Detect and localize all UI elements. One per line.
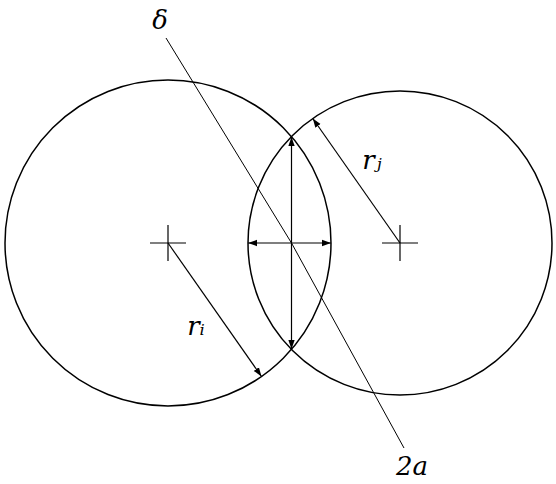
dimension-label: rⱼ <box>360 146 383 174</box>
dimension-label: 2a <box>394 452 430 480</box>
radius-arrow <box>168 243 262 377</box>
particle-j <box>248 91 552 395</box>
leader-line <box>166 38 292 243</box>
radius-arrow <box>313 119 400 244</box>
dimension-label: rᵢ <box>185 312 207 340</box>
dimension-label: δ <box>150 6 170 34</box>
particle-i <box>5 80 331 406</box>
overlap-arrow <box>248 242 331 243</box>
leader-line <box>292 243 405 448</box>
